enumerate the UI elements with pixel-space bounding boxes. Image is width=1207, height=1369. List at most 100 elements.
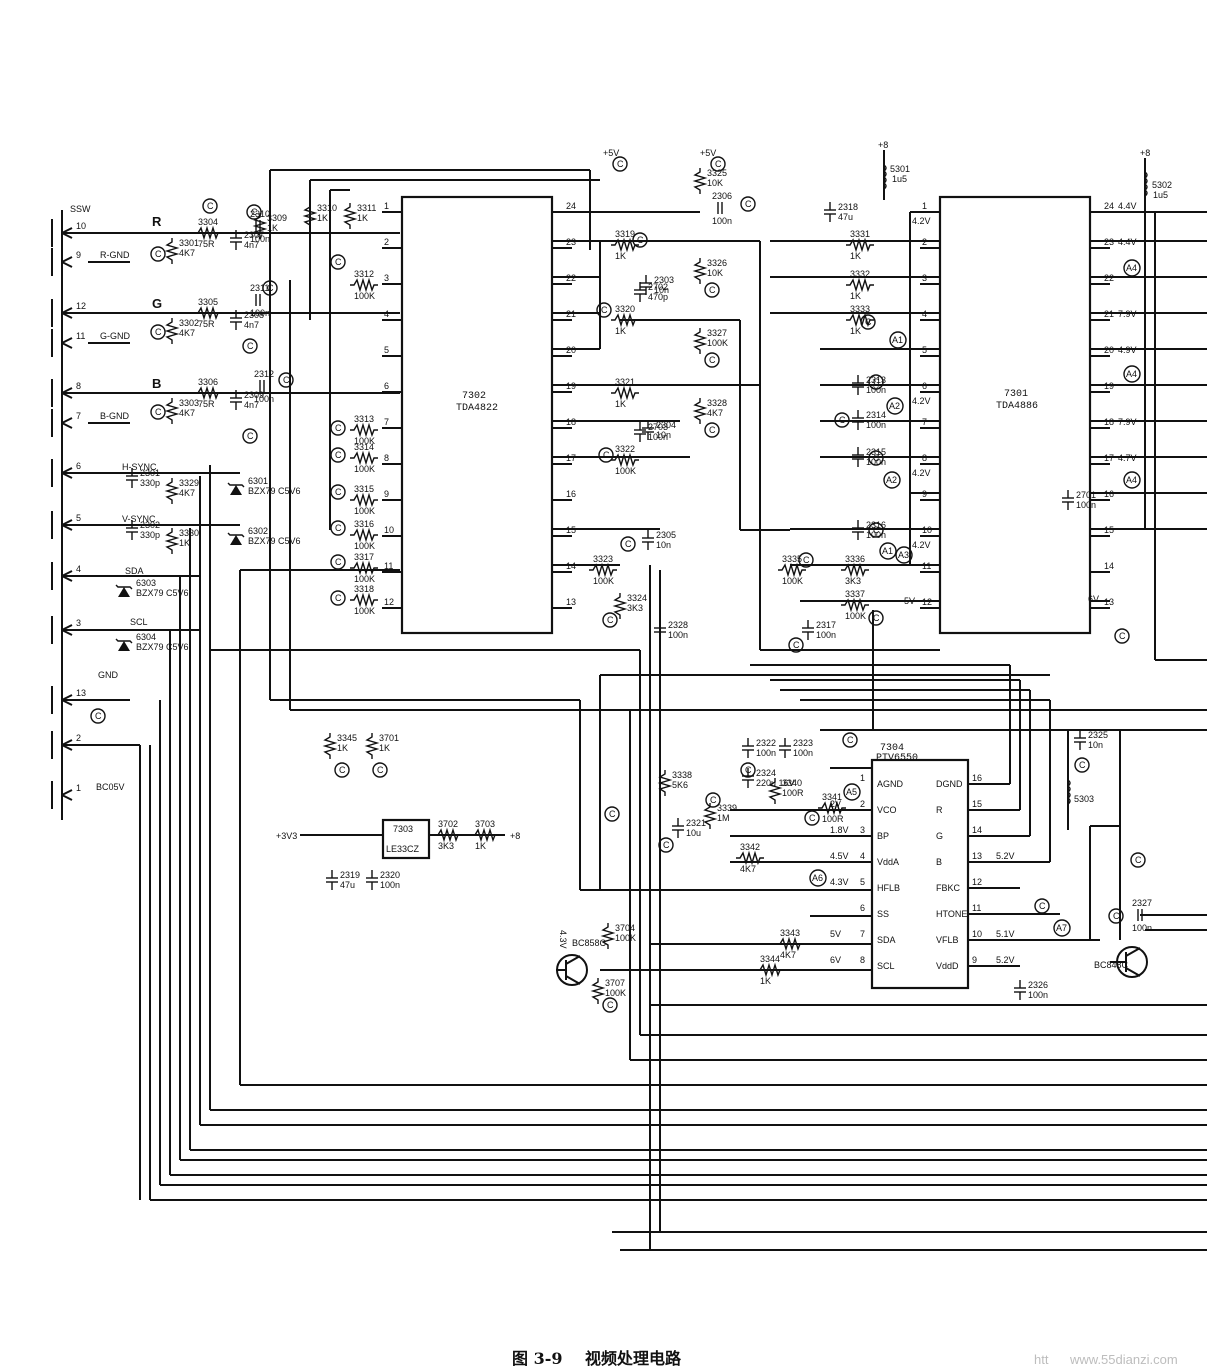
ground-c-mark: C <box>330 554 346 570</box>
ground-c-mark: C <box>262 280 278 296</box>
ground-c-letter: C <box>745 765 752 775</box>
resistor-ref: 3313 <box>354 414 374 424</box>
ground-c-mark: C <box>330 447 346 463</box>
resistor-value: 3K3 <box>627 603 643 613</box>
capacitor-value: 100n <box>866 420 886 430</box>
resistor-value: 1K <box>850 291 861 301</box>
resistor-ref: 3703 <box>475 819 495 829</box>
inductor-5301-val: 1u5 <box>892 174 907 184</box>
ic-7304-pin-voltage: 4.3V <box>830 877 849 887</box>
resistor-ref: 3332 <box>850 269 870 279</box>
regulator-name: 7303 <box>393 824 413 834</box>
ground-c-mark: C <box>334 762 350 778</box>
resistor-ref: 3320 <box>615 304 635 314</box>
capacitor-ref: 2703 <box>648 422 668 432</box>
ground-c-letter: C <box>1135 855 1142 865</box>
ground-c-mark: C <box>604 806 620 822</box>
capacitor-value: 100n <box>648 432 668 442</box>
test-point-label: A1 <box>882 546 893 556</box>
capacitor-value: 100n <box>250 308 270 318</box>
ic-7301-pin-voltage: 4.4V <box>1118 201 1137 211</box>
ground-c-mark: C <box>704 282 720 298</box>
capacitor-value: 330p <box>140 530 160 540</box>
capacitor-ref: 2323 <box>793 738 813 748</box>
diode-part: BZX79 C5V6 <box>136 642 189 652</box>
test-point-label: A5 <box>846 787 857 797</box>
capacitor-ref: 2328 <box>668 620 688 630</box>
ic-7301-name: 7301 <box>1004 389 1028 400</box>
diode-ref: 6302 <box>248 526 268 536</box>
ic-7302: 7302 TDA4822 123456789101112242322212019… <box>382 195 576 635</box>
ic-7301-pin-voltage: 4.2V <box>912 216 931 226</box>
resistor-value: 100K <box>605 988 626 998</box>
signal-label-r-in: R <box>152 214 162 229</box>
resistor-value: 75R <box>198 319 215 329</box>
connector-pin-number: 10 <box>76 221 86 231</box>
resistor-ref: 3309 <box>267 213 287 223</box>
ic-7304-pin-left-num: 3 <box>860 825 865 835</box>
ground-c-mark: C <box>90 708 106 724</box>
capacitor-ref: 2318 <box>838 202 858 212</box>
inductor-5301: 5301 1u5 <box>882 164 910 190</box>
resistor-value: 100K <box>354 464 375 474</box>
ground-c-letter: C <box>155 249 162 259</box>
ic-7302-pin-right: 16 <box>566 489 576 499</box>
test-point: A2 <box>886 397 904 415</box>
ground-c-mark: C <box>330 484 346 500</box>
connector-pin-label: R-GND <box>100 250 130 260</box>
rail-plus8-b: +8 <box>1140 148 1150 158</box>
connector-pin: 1 <box>51 781 81 809</box>
ground-c-mark: C <box>330 420 346 436</box>
resistor-value: 1K <box>337 743 348 753</box>
resistor-ref: 3343 <box>780 928 800 938</box>
ic-7304-pin-left-name: SDA <box>877 935 896 945</box>
capacitor-ref: 2319 <box>340 870 360 880</box>
ic-7301-pin-left: 1 <box>922 201 927 211</box>
ground-c-letter: C <box>1039 901 1046 911</box>
ground-c-mark: C <box>596 302 612 318</box>
resistor-ref: 3306 <box>198 377 218 387</box>
resistor-ref: 3303 <box>179 398 199 408</box>
ground-c-mark: C <box>1108 908 1124 924</box>
inductor-5302: 5302 1u5 <box>1143 171 1172 200</box>
resistor-ref: 3701 <box>379 733 399 743</box>
resistor-value: 100K <box>707 338 728 348</box>
capacitor-value: 47u <box>838 212 853 222</box>
capacitor-ref: 2702 <box>648 282 668 292</box>
rail-4v3: 4.3V <box>558 930 568 949</box>
ground-c-mark: C <box>868 450 884 466</box>
ground-c-letter: C <box>865 317 872 327</box>
capacitors: 2301330p2302330p230310n230410n230510n230… <box>126 191 1152 1000</box>
connector-label-sda: SDA <box>125 566 144 576</box>
ic-7302-pin-left: 3 <box>384 273 389 283</box>
ground-c-letter: C <box>637 235 644 245</box>
resistor-ref: 3344 <box>760 954 780 964</box>
ground-c-letter: C <box>339 765 346 775</box>
resistor-value: 1K <box>357 213 368 223</box>
resistor-ref: 3310 <box>317 203 337 213</box>
transistor-7302-part: BC858C <box>572 938 607 948</box>
ground-c-letter: C <box>793 640 800 650</box>
ground-c-mark: C <box>330 590 346 606</box>
resistor-ref: 3339 <box>717 803 737 813</box>
resistor-value: 3K3 <box>438 841 454 851</box>
ic-7304-pin-left-num: 5 <box>860 877 865 887</box>
test-point: A4 <box>1123 365 1141 383</box>
ground-c-mark: C <box>740 196 756 212</box>
ic-7304-pin-left-name: HFLB <box>877 883 900 893</box>
